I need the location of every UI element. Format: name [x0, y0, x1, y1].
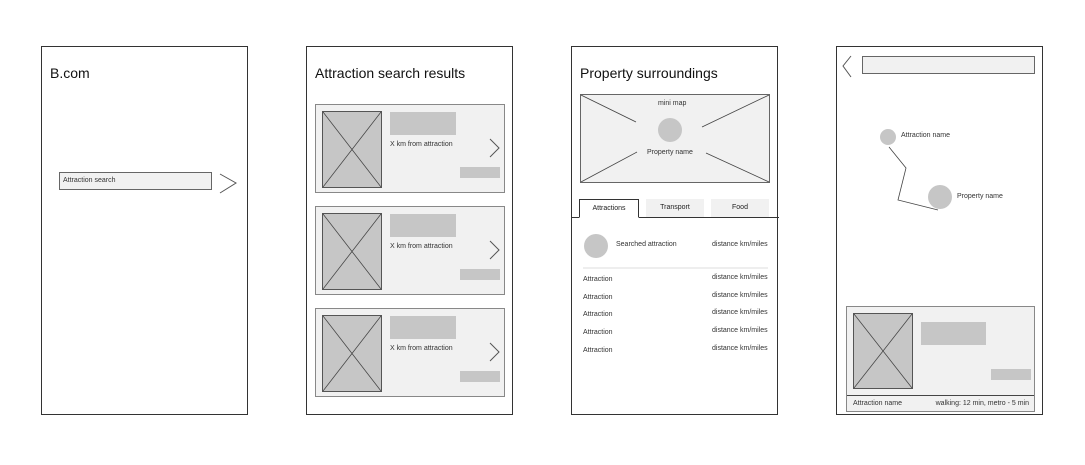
button-placeholder: [991, 369, 1031, 380]
property-name: Property name: [647, 149, 693, 156]
searched-attraction-distance: distance km/miles: [712, 241, 768, 248]
separator: [583, 267, 768, 269]
property-marker[interactable]: [928, 185, 952, 209]
attraction-distance: distance km/miles: [712, 274, 768, 281]
attraction-distance: distance km/miles: [712, 292, 768, 299]
attraction-name[interactable]: Attraction: [583, 276, 613, 283]
title-placeholder: [921, 322, 986, 345]
back-chevron-icon[interactable]: [841, 55, 853, 78]
property-label: Property name: [957, 193, 1003, 200]
image-placeholder: [322, 315, 382, 392]
distance-text: X km from attraction: [390, 243, 453, 250]
route-path: [888, 146, 939, 211]
result-card[interactable]: X km from attraction: [315, 206, 505, 295]
attraction-avatar: [584, 234, 608, 258]
tab-attractions[interactable]: Attractions: [579, 199, 639, 218]
attraction-distance: distance km/miles: [712, 345, 768, 352]
chevron-right-icon[interactable]: [218, 173, 238, 195]
app-title: B.com: [50, 65, 90, 81]
travel-time: walking: 12 min, metro - 5 min: [935, 400, 1029, 407]
result-card[interactable]: X km from attraction: [315, 104, 505, 193]
image-placeholder: [322, 213, 382, 290]
attraction-distance: distance km/miles: [712, 327, 768, 334]
image-placeholder: [853, 313, 913, 389]
distance-text: X km from attraction: [390, 345, 453, 352]
attraction-name[interactable]: Attraction: [583, 294, 613, 301]
searched-attraction-name: Searched attraction: [616, 241, 677, 248]
chevron-right-icon: [489, 240, 500, 260]
attraction-search-input[interactable]: Attraction search: [59, 172, 212, 190]
button-placeholder: [460, 371, 500, 382]
button-placeholder: [460, 269, 500, 280]
attraction-marker[interactable]: [880, 129, 896, 145]
attraction-name[interactable]: Attraction: [583, 347, 613, 354]
title-placeholder: [390, 214, 456, 237]
chevron-right-icon: [489, 138, 500, 158]
distance-text: X km from attraction: [390, 141, 453, 148]
result-card[interactable]: X km from attraction: [315, 308, 505, 397]
attraction-label: Attraction name: [901, 132, 951, 139]
attraction-card[interactable]: Attraction name walking: 12 min, metro -…: [846, 306, 1035, 412]
attraction-name[interactable]: Attraction: [583, 311, 613, 318]
title-placeholder: [390, 316, 456, 339]
tab-transport[interactable]: Transport: [646, 199, 704, 217]
title-placeholder: [390, 112, 456, 135]
page-title: Attraction search results: [315, 65, 466, 81]
property-marker: [658, 118, 682, 142]
mini-map[interactable]: mini map Property name: [580, 94, 770, 183]
card-divider: [847, 395, 1034, 396]
search-bar[interactable]: [862, 56, 1035, 74]
card-attraction-name: Attraction name: [853, 400, 903, 407]
chevron-right-icon: [489, 342, 500, 362]
button-placeholder: [460, 167, 500, 178]
map-label: mini map: [658, 100, 687, 107]
tab-food[interactable]: Food: [711, 199, 769, 217]
attraction-distance: distance km/miles: [712, 309, 768, 316]
search-value: Attraction search: [63, 177, 116, 184]
tab-divider: [571, 217, 779, 218]
page-title: Property surroundings: [580, 65, 718, 81]
screen-home: [41, 46, 248, 415]
attraction-name[interactable]: Attraction: [583, 329, 613, 336]
image-placeholder: [322, 111, 382, 188]
